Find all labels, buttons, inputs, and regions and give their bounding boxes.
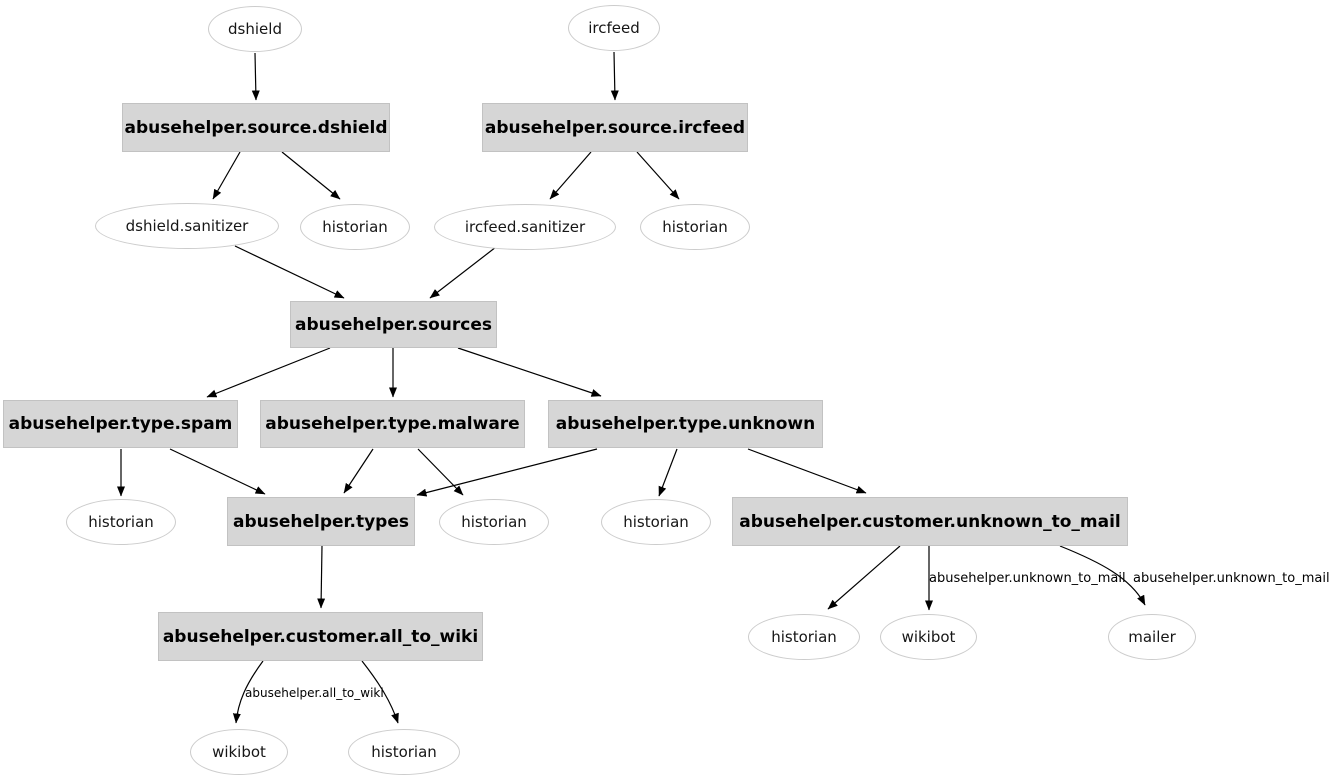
node-sources: abusehelper.sources: [290, 301, 497, 348]
node-mailer: mailer: [1108, 614, 1196, 660]
node-customer-all-to-wiki: abusehelper.customer.all_to_wiki: [158, 612, 483, 661]
edge-spam-types: [169, 448, 266, 495]
edge-unknowntomail-historian: [827, 545, 901, 610]
edge-dshieldsanitizer-sources: [234, 245, 345, 299]
node-customer-unknown-to-mail: abusehelper.customer.unknown_to_mail: [732, 497, 1128, 546]
edge-malware-types: [343, 448, 374, 494]
node-ircfeed-sanitizer: ircfeed.sanitizer: [434, 204, 616, 250]
node-historian-1: historian: [300, 204, 410, 250]
node-wikibot-2: wikibot: [190, 729, 288, 775]
edge-ircfeed-source: [610, 51, 619, 101]
edge-unknown-unknowntomail: [747, 448, 867, 494]
node-types: abusehelper.types: [227, 497, 415, 546]
node-historian-6: historian: [748, 614, 860, 660]
edge-sources-spam: [206, 347, 331, 398]
node-historian-4: historian: [439, 499, 549, 545]
edge-dshield-source: [251, 52, 260, 101]
node-historian-5: historian: [601, 499, 711, 545]
node-type-malware: abusehelper.type.malware: [260, 400, 525, 448]
edge-label-all-to-wiki: abusehelper.all_to_wiki: [245, 686, 384, 700]
node-type-spam: abusehelper.type.spam: [3, 400, 238, 448]
edge-unknown-types: [416, 448, 598, 497]
node-source-dshield: abusehelper.source.dshield: [122, 103, 390, 152]
edge-sourceircfeed-sanitizer: [549, 151, 592, 200]
edge-sourcedshield-sanitizer: [212, 151, 241, 200]
edge-sourcedshield-historian: [281, 151, 341, 200]
node-historian-3: historian: [66, 499, 176, 545]
node-historian-2: historian: [640, 204, 750, 250]
node-type-unknown: abusehelper.type.unknown: [548, 400, 823, 448]
edge-sourceircfeed-historian: [636, 151, 680, 200]
node-dshield: dshield: [208, 6, 302, 52]
edge-label-unknown-to-mail-wikibot: abusehelper.unknown_to_mail: [929, 571, 1126, 586]
node-source-ircfeed: abusehelper.source.ircfeed: [482, 103, 748, 152]
node-ircfeed: ircfeed: [568, 5, 660, 51]
node-dshield-sanitizer: dshield.sanitizer: [95, 203, 279, 249]
edge-unknown-historian: [658, 448, 678, 497]
node-historian-7: historian: [348, 729, 460, 775]
node-wikibot-1: wikibot: [880, 614, 977, 660]
edge-ircfeedsanitizer-sources: [429, 246, 497, 299]
edge-label-unknown-to-mail-mailer: abusehelper.unknown_to_mail: [1133, 571, 1330, 586]
edge-types-alltowiki: [317, 545, 326, 609]
edge-malware-historian: [417, 448, 464, 496]
edge-sources-unknown: [457, 347, 602, 397]
